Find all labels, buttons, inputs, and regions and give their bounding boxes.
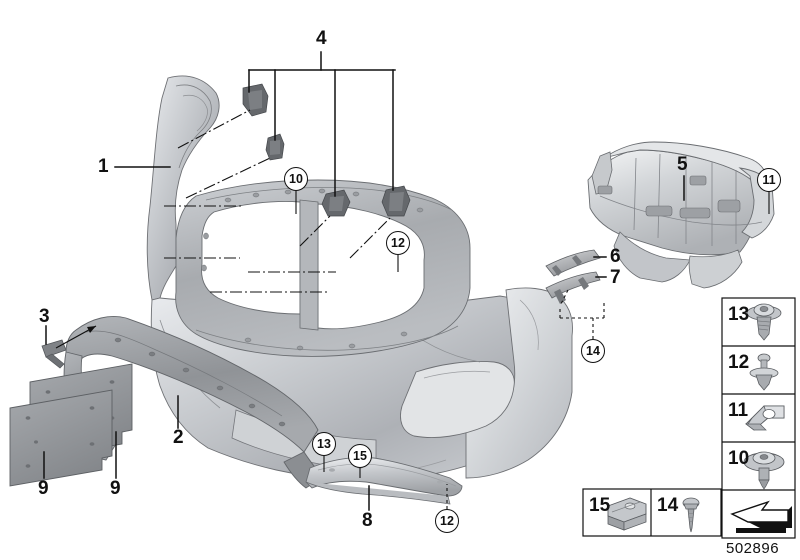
grille-top-rail <box>205 187 453 211</box>
callout-label-7: 7 <box>610 267 621 288</box>
callout-label-8: 8 <box>362 510 373 531</box>
clip-3-body <box>41 339 67 358</box>
legend-number-12: 12 <box>728 352 750 373</box>
axis-clip-2 <box>185 157 271 199</box>
callout-label-1: 1 <box>98 156 109 177</box>
spring-nut-clip-icon <box>744 405 785 431</box>
plate-holder-front-holes <box>25 406 95 468</box>
carrier-cutouts <box>597 175 741 219</box>
callout-circle-10: 10 <box>284 167 308 191</box>
cage-nut-clip-icon <box>607 497 647 531</box>
spoiler-insert-crease <box>317 463 457 487</box>
callout-label-2: 2 <box>173 427 184 448</box>
callout-circle-12b: 12 <box>435 509 459 533</box>
bracket-clip-1-face <box>248 90 262 110</box>
axis-clip-4 <box>349 217 391 259</box>
part-guide-rail-lower <box>545 271 601 304</box>
circle-leader-stems <box>295 191 770 478</box>
grille-centre-divider <box>299 199 319 331</box>
legend-number-10: 10 <box>728 448 750 469</box>
clip-3-tail <box>45 353 65 369</box>
carrier-lower-right <box>688 249 743 289</box>
stem-14-to-part <box>559 289 569 307</box>
assembly-axes <box>164 109 391 293</box>
large-washer-screw-icon <box>743 451 785 490</box>
part-small-retaining-clip <box>41 339 67 369</box>
bracket-clip-4-face <box>389 192 404 211</box>
guide-rail-upper-tab2 <box>572 255 582 266</box>
guide-rail-upper-tab <box>552 265 562 276</box>
part-guide-rail-upper <box>545 249 601 277</box>
bumper-left-wing <box>146 75 220 301</box>
bracket-clip-3-face <box>329 196 344 211</box>
callout-label-9-left: 9 <box>38 478 49 499</box>
circle-leader-stems-dashed <box>446 289 605 509</box>
grille-aperture-left <box>201 201 301 315</box>
axis-clip-1 <box>177 109 251 149</box>
legend-number-14: 14 <box>657 495 679 516</box>
callout-circle-12a: 12 <box>386 231 410 255</box>
arrow-3-to-strip <box>55 325 97 349</box>
callout-circle-13: 13 <box>312 432 336 456</box>
callout-label-5: 5 <box>677 154 688 175</box>
intake-highlight <box>423 370 491 379</box>
callout-circle-15: 15 <box>348 444 372 468</box>
guide-rail-lower-tab2 <box>578 277 589 290</box>
legend-number-11: 11 <box>728 400 749 421</box>
trim-strip-clip-bosses <box>114 337 286 427</box>
carrier-lower-left <box>613 231 691 283</box>
drawing-number: 502896 <box>726 540 780 557</box>
bumper-right-air-intake <box>400 361 515 438</box>
push-rivet-icon <box>749 353 779 391</box>
trim-strip-crease <box>85 330 283 417</box>
callout-circle-11: 11 <box>757 168 781 192</box>
tapping-screw-icon <box>682 497 700 533</box>
legend-number-15: 15 <box>589 495 611 516</box>
trim-strip-body <box>65 316 319 453</box>
callout-label-9-right: 9 <box>110 478 121 499</box>
part-plate-holders <box>9 363 133 487</box>
guide-rail-lower-tab <box>554 289 566 304</box>
legend-bottom-frame <box>582 488 722 537</box>
legend-bottom-outline <box>582 488 722 537</box>
plate-holder-front <box>9 389 113 487</box>
direction-arrow-icon <box>730 500 792 533</box>
callout-label-3: 3 <box>39 306 50 327</box>
legend-number-13: 13 <box>728 304 750 325</box>
spoiler-insert-underside <box>305 481 451 505</box>
bracket-clip-2-face <box>270 140 280 155</box>
guide-rail-upper-body <box>545 249 601 277</box>
flange-head-screw-icon <box>746 303 782 341</box>
axis-clip-3 <box>299 215 331 247</box>
leader-lines <box>43 51 685 511</box>
callout-circle-14: 14 <box>581 339 605 363</box>
body-crease-corner <box>519 299 539 351</box>
bumper-left-wing-crease <box>175 84 212 169</box>
callout-label-6: 6 <box>610 246 621 267</box>
grille-lower-rail <box>195 325 459 351</box>
bumper-headlight-edge <box>182 94 208 132</box>
callout-label-4: 4 <box>316 28 327 49</box>
